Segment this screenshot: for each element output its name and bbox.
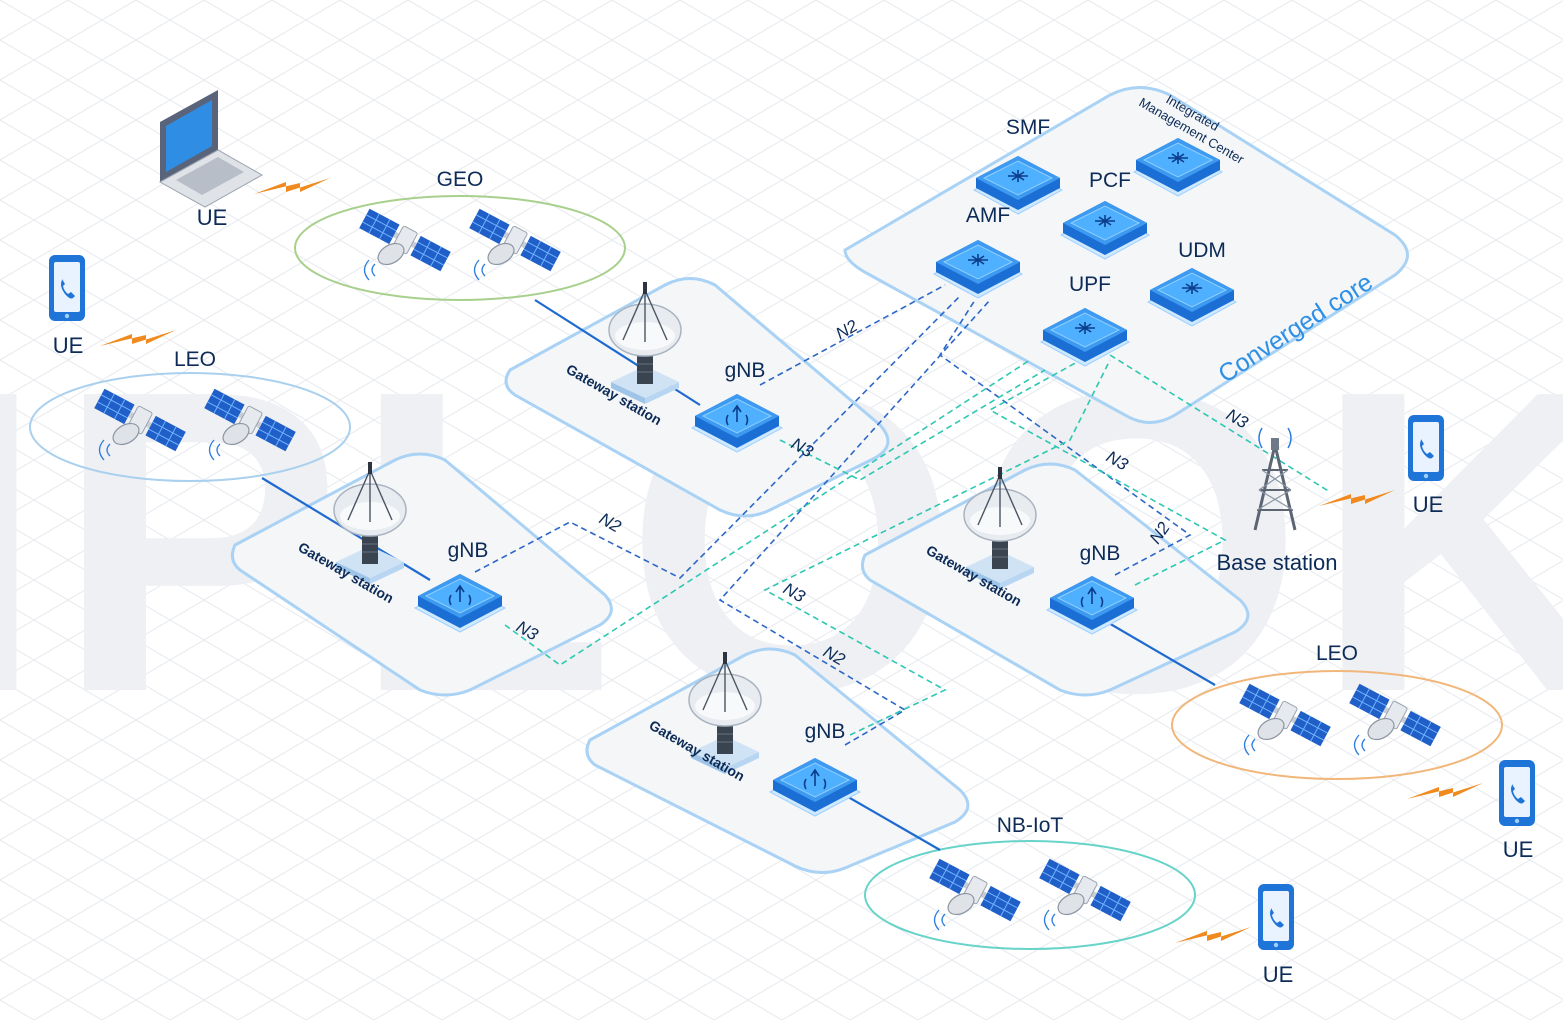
ue-label-right-top: UE xyxy=(1413,492,1444,517)
udm-label: UDM xyxy=(1178,239,1226,262)
n3-links xyxy=(504,354,1331,736)
n2-links xyxy=(474,284,1192,746)
phone-icon xyxy=(1499,760,1535,826)
base-station-label: Base station xyxy=(1216,550,1337,575)
leo-orbit-right xyxy=(1171,670,1503,780)
ue-label-right-bottom: UE xyxy=(1503,837,1534,862)
pcf-label: PCF xyxy=(1089,169,1131,192)
leo-orbit-left xyxy=(29,372,351,482)
nbiot-label: NB-IoT xyxy=(997,814,1064,837)
gateway-platform-3 xyxy=(860,462,1250,697)
phone-icon xyxy=(1258,884,1294,950)
nbiot-orbit xyxy=(864,840,1196,950)
gnb-label-2: gNB xyxy=(448,539,489,562)
gnb-label-4: gNB xyxy=(805,720,846,743)
geo-orbit xyxy=(294,195,626,301)
gateway-platform-4 xyxy=(585,647,970,874)
smf-label: SMF xyxy=(1006,116,1050,139)
leo-right-label: LEO xyxy=(1316,642,1358,665)
ue-label-laptop: UE xyxy=(197,205,228,230)
leo-left-label: LEO xyxy=(174,348,216,371)
upf-label: UPF xyxy=(1069,273,1111,296)
gnb-label-3: gNB xyxy=(1080,542,1121,565)
geo-label: GEO xyxy=(437,168,484,191)
gnb-label-1: gNB xyxy=(725,359,766,382)
tower-icon xyxy=(1253,427,1297,531)
laptop-icon xyxy=(158,90,264,208)
phone-icon xyxy=(1408,415,1444,481)
ue-label-left: UE xyxy=(53,333,84,358)
gateway-platform-1 xyxy=(504,277,890,518)
amf-label: AMF xyxy=(966,204,1010,227)
core-platform xyxy=(843,86,1409,424)
ue-label-bottom: UE xyxy=(1263,962,1294,987)
phone-icon xyxy=(49,255,85,321)
